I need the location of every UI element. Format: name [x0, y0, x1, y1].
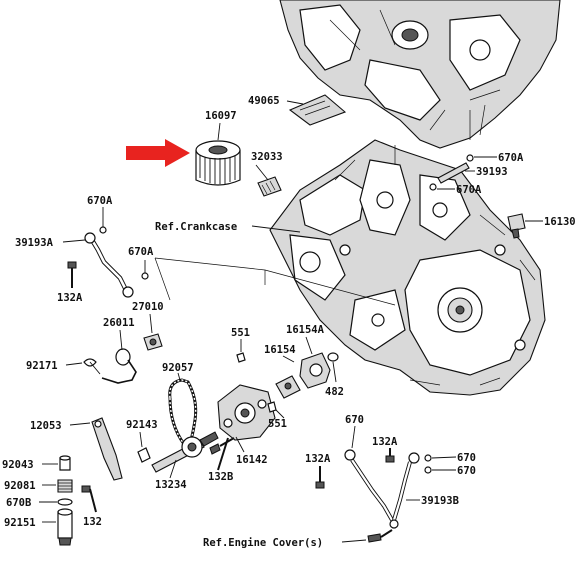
label-551-2: 551 — [268, 418, 287, 430]
plug-92151 — [57, 508, 73, 546]
pipe-39193B — [344, 449, 420, 543]
label-32033: 32033 — [251, 151, 283, 163]
label-16097: 16097 — [205, 110, 237, 122]
bolt-132A-right — [385, 448, 395, 463]
label-670B: 670B — [6, 497, 31, 509]
label-92151: 92151 — [4, 517, 36, 529]
spring-92081 — [57, 479, 73, 493]
label-670-3: 670 — [457, 465, 476, 477]
pin-551-a — [236, 352, 246, 363]
label-482: 482 — [325, 386, 344, 398]
label-670A-2: 670A — [456, 184, 482, 196]
label-ref-crankcase: Ref.Crankcase — [155, 221, 237, 233]
label-92057: 92057 — [162, 362, 194, 374]
label-92081: 92081 — [4, 480, 36, 492]
shaft-13234 — [151, 431, 219, 473]
label-16154A: 16154A — [286, 324, 325, 336]
label-670A-3: 670A — [87, 195, 113, 207]
label-92043: 92043 — [2, 459, 34, 471]
oil-pump — [217, 375, 301, 441]
oring-482 — [327, 352, 339, 362]
pin-551-b — [267, 401, 277, 413]
label-16154: 16154 — [264, 344, 296, 356]
guide-12053 — [91, 417, 123, 481]
oring-670-a — [424, 454, 432, 462]
bolt-132A-mid — [315, 466, 325, 489]
oring-670A — [141, 272, 149, 280]
label-670A-4: 670A — [128, 246, 154, 258]
crankcase — [269, 139, 546, 396]
label-92143: 92143 — [126, 419, 158, 431]
upper-housing — [279, 0, 561, 149]
label-132: 132 — [83, 516, 102, 528]
label-670A-1: 670A — [498, 152, 524, 164]
oring-670-b — [424, 466, 432, 474]
oring-670B — [57, 498, 73, 506]
bolt-132 — [81, 485, 97, 513]
label-39193B: 39193B — [421, 495, 459, 507]
label-92171: 92171 — [26, 360, 58, 372]
label-670-2: 670 — [457, 452, 476, 464]
label-16130: 16130 — [544, 216, 576, 228]
part-49065 — [288, 94, 347, 126]
label-132A-3: 132A — [372, 436, 398, 448]
chain-92057 — [168, 378, 198, 449]
pipe-39193A — [84, 226, 134, 298]
label-12053: 12053 — [30, 420, 62, 432]
label-ref-engine-cover: Ref.Engine Cover(s) — [203, 537, 323, 549]
label-551-1: 551 — [231, 327, 250, 339]
sensor-16130 — [507, 213, 526, 239]
bolt-132B — [217, 437, 229, 471]
red-arrow-icon — [126, 139, 190, 167]
part-32033 — [257, 176, 282, 197]
label-132A-1: 132A — [57, 292, 83, 304]
pump-cover-16154A — [299, 352, 331, 389]
label-39193A: 39193A — [15, 237, 54, 249]
label-13234: 13234 — [155, 479, 187, 491]
label-39193-1: 39193 — [476, 166, 508, 178]
label-670-1: 670 — [345, 414, 364, 426]
label-27010: 27010 — [132, 301, 164, 313]
label-132B: 132B — [208, 471, 233, 483]
bolt-39193-top — [429, 154, 474, 191]
bolt-132A-left — [67, 261, 77, 288]
clamp-92171 — [83, 358, 101, 375]
label-16142: 16142 — [236, 454, 268, 466]
switch-27010 — [143, 333, 163, 351]
label-49065: 49065 — [248, 95, 280, 107]
label-26011: 26011 — [103, 317, 135, 329]
collar-92143 — [137, 447, 151, 463]
lead-26011 — [101, 348, 137, 384]
label-132A-2: 132A — [305, 453, 331, 465]
oil-filter-16097 — [195, 140, 241, 186]
spacer-92043 — [59, 455, 71, 471]
